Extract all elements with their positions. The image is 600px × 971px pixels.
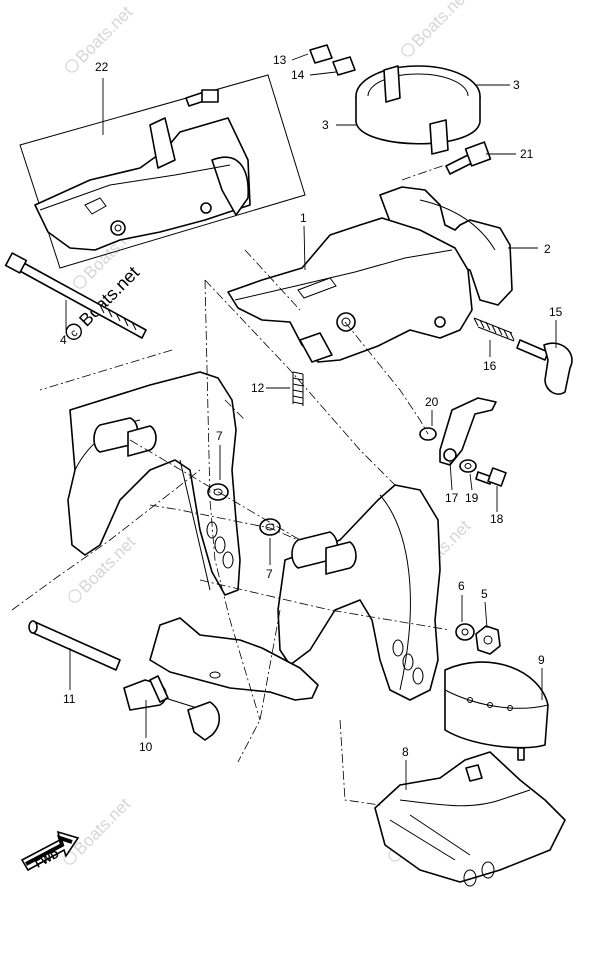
callout-4: 4: [60, 333, 67, 347]
callout-19: 19: [465, 491, 479, 505]
callout-1: 1: [300, 211, 307, 225]
part-6-washer: [455, 623, 475, 641]
part-21-bolt: [445, 141, 492, 175]
part-15-thumb-screw: [516, 339, 573, 395]
callout-labels: 13 14 3 3 21 22 1 2 4 15 16 12 20 7 7 17…: [60, 53, 563, 759]
callout-3-upper: 3: [513, 78, 520, 92]
part-12-spring: [292, 371, 304, 406]
part-11-pin: [28, 620, 121, 671]
watermark-text: Boats.net: [70, 794, 134, 858]
right-stern-bracket: [277, 484, 441, 701]
part-17-tilt-lever: [439, 397, 497, 466]
part-9-thrust-rod-plate: [444, 661, 549, 761]
part-16-spring: [473, 317, 515, 342]
callout-10: 10: [139, 740, 153, 754]
callout-11: 11: [63, 692, 76, 706]
callout-7-lower: 7: [266, 567, 273, 581]
callout-14: 14: [291, 68, 305, 82]
callout-18: 18: [490, 512, 504, 526]
callout-16: 16: [483, 359, 497, 373]
part-10-bracket-plate: [123, 617, 319, 741]
part-5-nut: [475, 625, 501, 655]
part-8-clamp-assembly: [374, 751, 566, 887]
callout-7-upper: 7: [216, 429, 223, 443]
callout-5: 5: [481, 587, 488, 601]
part-19-washer: [459, 459, 477, 473]
part-1-swivel-bracket: [227, 217, 473, 363]
callout-20: 20: [425, 395, 439, 409]
callout-15: 15: [549, 305, 563, 319]
watermark-text: Boats.net: [72, 2, 136, 66]
forward-direction-arrow: FWD: [20, 830, 80, 872]
part-4-long-bolt: [4, 252, 147, 339]
part-22-swivel-bracket-assembly: [34, 89, 251, 251]
part-14-pad: [332, 56, 356, 76]
callout-6: 6: [458, 579, 465, 593]
assembly-guide-lines: [11, 164, 451, 806]
part-13-pad: [309, 44, 333, 64]
callout-21: 21: [520, 147, 534, 161]
callout-9: 9: [538, 653, 545, 667]
part-3-liner: [355, 65, 481, 155]
callout-2: 2: [544, 242, 551, 256]
callout-3-lower: 3: [322, 118, 329, 132]
part-7-washer: [259, 518, 281, 536]
part-18-bolt: [475, 467, 507, 487]
callout-17: 17: [445, 491, 459, 505]
callout-leaders: [65, 53, 557, 790]
callout-22: 22: [95, 60, 109, 74]
callout-12: 12: [251, 381, 265, 395]
callout-13: 13: [273, 53, 287, 67]
left-stern-bracket: [67, 371, 241, 596]
callout-8: 8: [402, 745, 409, 759]
watermark-text: Boats.net: [408, 0, 472, 51]
